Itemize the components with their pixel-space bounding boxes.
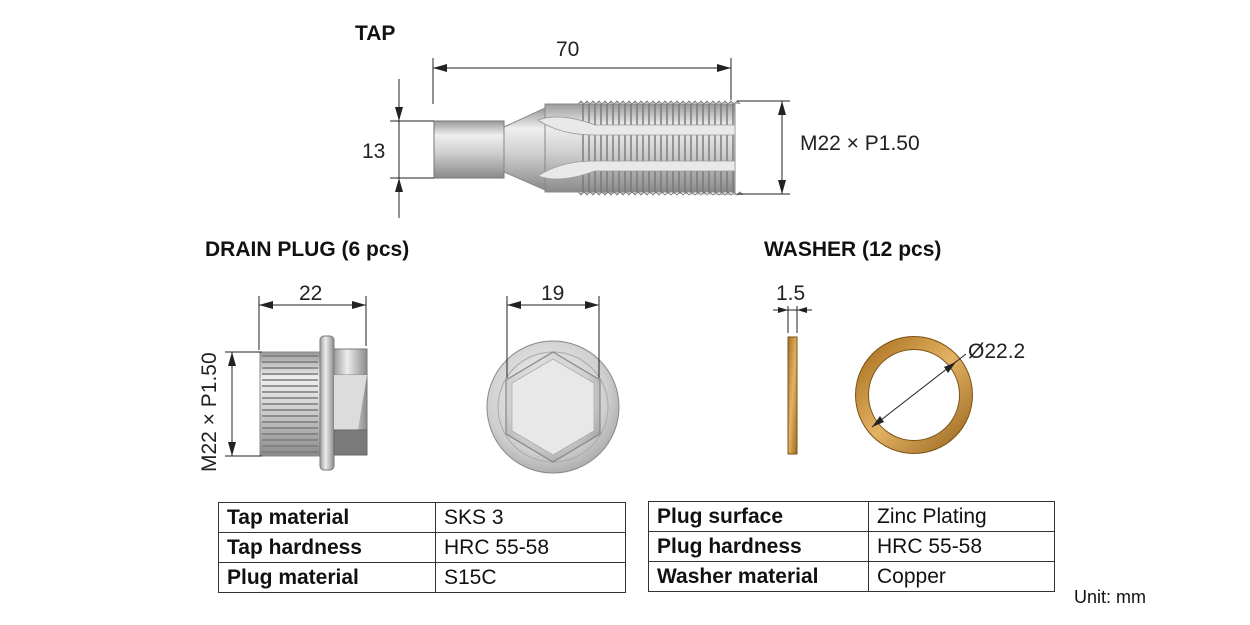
- washer-front-view: [855, 336, 973, 454]
- washer-title: WASHER (12 pcs): [764, 238, 941, 261]
- tap-title: TAP: [355, 22, 395, 45]
- tap-length-dimension: 70: [432, 38, 732, 104]
- drain-plug-front-view: [486, 340, 620, 474]
- washer-thickness-dimension: 1.5: [773, 282, 812, 333]
- spec-value: HRC 55-58: [435, 532, 626, 563]
- spec-value: Zinc Plating: [868, 501, 1055, 532]
- tap-length-label: 70: [556, 38, 579, 61]
- table-row: Plug hardness HRC 55-58: [648, 531, 1055, 562]
- table-row: Tap material SKS 3: [218, 502, 626, 533]
- tap-square-dimension: 13: [362, 79, 434, 218]
- plug-thread-dimension: M22 × P1.50: [198, 351, 262, 472]
- plug-thread-label: M22 × P1.50: [198, 352, 221, 472]
- tap-thread-dimension: M22 × P1.50: [737, 100, 920, 195]
- drain-plug-title: DRAIN PLUG (6 pcs): [205, 238, 409, 261]
- spec-label: Plug surface: [648, 501, 869, 532]
- tap-square-label: 13: [362, 140, 385, 163]
- spec-value: SKS 3: [435, 502, 626, 533]
- washer-diameter-dimension: Ø22.2: [871, 340, 1025, 428]
- washer-diameter-label: Ø22.2: [968, 340, 1025, 363]
- tap-illustration: [433, 100, 744, 196]
- spec-label: Plug hardness: [648, 531, 869, 562]
- washer-thickness-label: 1.5: [776, 282, 805, 305]
- spec-label: Tap hardness: [218, 532, 436, 563]
- plug-hex-dimension: 19: [506, 282, 600, 378]
- spec-value: HRC 55-58: [868, 531, 1055, 562]
- spec-table-left: Tap material SKS 3 Tap hardness HRC 55-5…: [218, 502, 626, 593]
- table-row: Plug material S15C: [218, 562, 626, 593]
- spec-value: S15C: [435, 562, 626, 593]
- plug-length-label: 22: [299, 282, 322, 305]
- spec-label: Washer material: [648, 561, 869, 592]
- spec-label: Tap material: [218, 502, 436, 533]
- plug-length-dimension: 22: [258, 282, 367, 350]
- spec-table-right: Plug surface Zinc Plating Plug hardness …: [648, 501, 1055, 592]
- washer-side-view: [787, 336, 798, 455]
- plug-hex-label: 19: [541, 282, 564, 305]
- table-row: Washer material Copper: [648, 561, 1055, 592]
- table-row: Plug surface Zinc Plating: [648, 501, 1055, 532]
- tap-thread-label: M22 × P1.50: [800, 132, 920, 155]
- spec-label: Plug material: [218, 562, 436, 593]
- spec-value: Copper: [868, 561, 1055, 592]
- table-row: Tap hardness HRC 55-58: [218, 532, 626, 563]
- drain-plug-side-view: [259, 335, 368, 471]
- unit-note: Unit: mm: [1074, 587, 1146, 607]
